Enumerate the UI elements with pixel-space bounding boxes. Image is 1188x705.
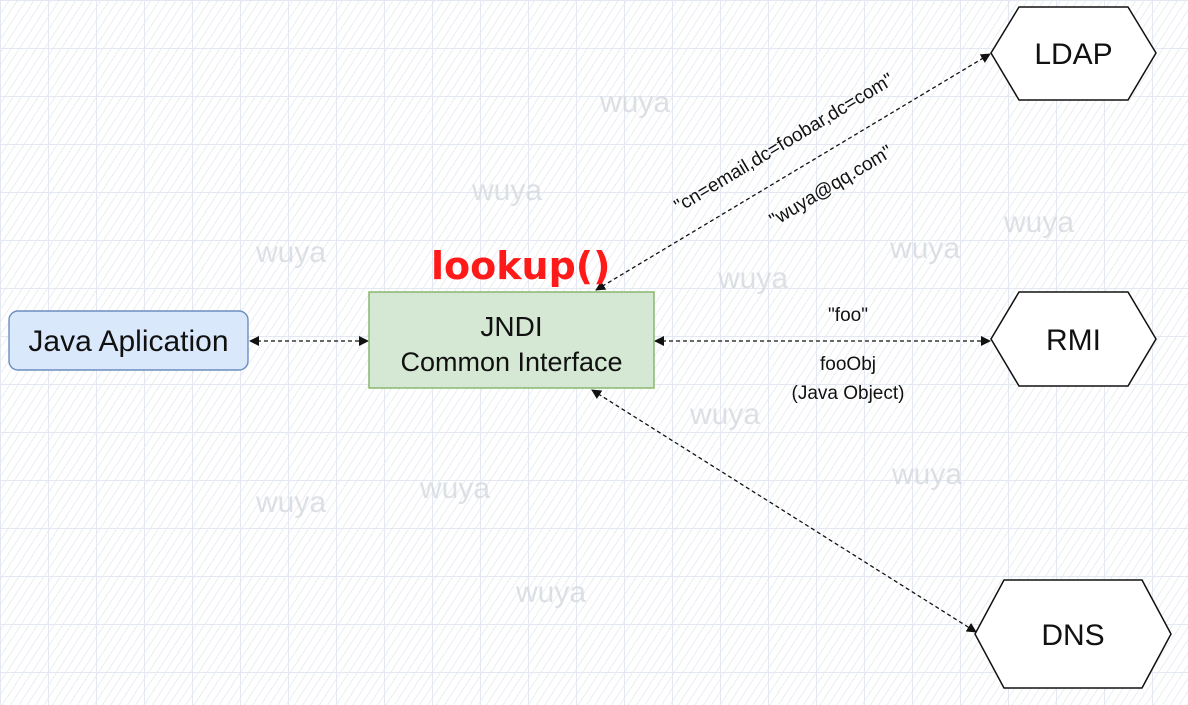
jndi-node[interactable]: JNDI Common Interface	[368, 291, 655, 389]
watermark: wuya	[717, 262, 788, 295]
rmi-result-line1: fooObj	[820, 354, 876, 375]
watermark: wuya	[255, 236, 326, 269]
jndi-subtitle: Common Interface	[400, 347, 622, 377]
dns-label: DNS	[1041, 619, 1104, 652]
watermark: wuya	[891, 458, 962, 491]
jndi-box[interactable]	[368, 291, 655, 389]
ldap-dn-label: "cn=email,dc=foobar,dc=com"	[671, 69, 898, 217]
watermark: wuya	[471, 174, 542, 207]
rmi-result-line2: (Java Object)	[792, 383, 905, 404]
ldap-label: LDAP	[1034, 38, 1112, 71]
watermark: wuya	[515, 576, 586, 609]
rmi-label: RMI	[1046, 324, 1101, 357]
jndi-title: JNDI	[480, 311, 542, 342]
ldap-node[interactable]: LDAP	[990, 6, 1157, 101]
watermark: wuya	[889, 232, 960, 265]
rmi-node[interactable]: RMI	[990, 291, 1157, 387]
ldap-hexagon[interactable]	[990, 6, 1157, 101]
watermark: wuya	[1003, 206, 1074, 239]
watermark: wuya	[255, 486, 326, 519]
lookup-label: lookup()	[431, 244, 611, 288]
edges	[249, 53, 991, 633]
ldap-result-label: "wuya@qq.com"	[766, 141, 896, 231]
dns-hexagon[interactable]	[974, 579, 1172, 689]
rmi-name-label: "foo"	[828, 305, 868, 326]
java-application-box[interactable]	[8, 310, 249, 371]
watermark: wuya	[689, 398, 760, 431]
edge-jndi-dns[interactable]	[591, 389, 977, 633]
watermark: wuya	[599, 86, 670, 119]
java-application-label: Java Aplication	[28, 325, 228, 358]
dns-node[interactable]: DNS	[974, 579, 1172, 689]
rmi-hexagon[interactable]	[990, 291, 1157, 387]
java-application-node[interactable]: Java Aplication	[8, 310, 249, 371]
watermark: wuya	[419, 472, 490, 505]
